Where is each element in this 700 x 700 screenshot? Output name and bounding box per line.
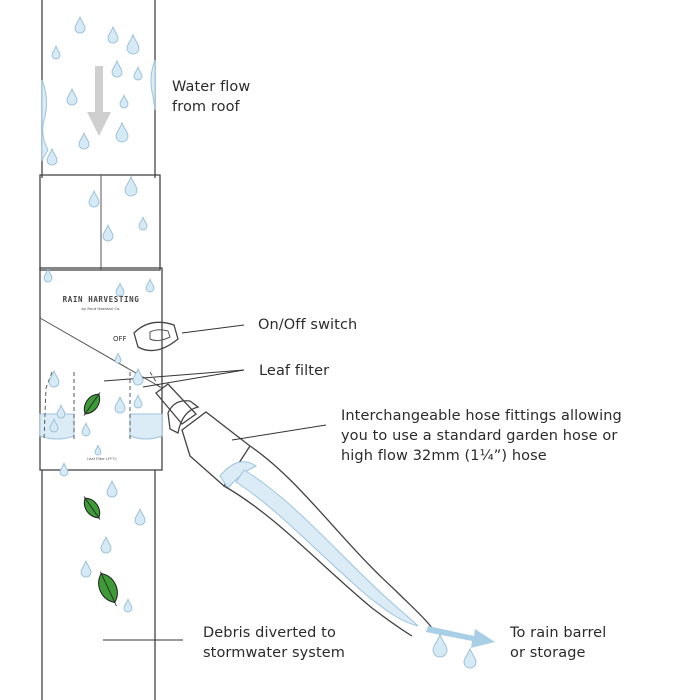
water-drop-icon [145, 278, 155, 293]
leader-lines [103, 324, 327, 641]
water-drop-icon [115, 121, 129, 143]
water-drop-icon [126, 33, 140, 55]
water-drop-icon [134, 507, 146, 526]
water-drops [43, 15, 477, 669]
water-drop-icon [48, 369, 60, 388]
label-hose-fittings-line: Interchangeable hose fittings allowing [341, 408, 622, 424]
brand-subtitle: by Ruut Heshtan Co. [82, 306, 121, 311]
leaf-icons [83, 392, 118, 607]
water-drop-icon [132, 367, 144, 386]
leaf-icon [98, 571, 118, 607]
water-drop-icon [138, 216, 148, 231]
switch-knob [133, 321, 179, 352]
flow-arrows [87, 66, 495, 648]
hose-fitting [155, 383, 258, 489]
water-drop-icon [43, 268, 53, 283]
water-drop-icon [88, 189, 100, 208]
label-rain-barrel-line: To rain barrel [510, 625, 607, 641]
water-drop-icon [80, 559, 92, 578]
label-hose-fittings: Interchangeable hose fittings allowing y… [341, 406, 622, 466]
brand-title: RAIN HARVESTING [63, 295, 140, 304]
water-drop-icon [114, 352, 122, 364]
water-drop-icon [51, 45, 61, 60]
hose [223, 445, 433, 637]
switch-off-text: OFF [113, 335, 127, 343]
label-leaf-filter: Leaf filter [259, 361, 329, 381]
water-drop-icon [115, 282, 125, 297]
label-debris-line: stormwater system [203, 645, 345, 661]
label-rain-barrel-line: or storage [510, 645, 586, 661]
water-drop-icon [432, 633, 448, 658]
water-drop-icon [81, 422, 91, 437]
label-water-flow-line: from roof [172, 99, 240, 115]
right-arrow-icon [426, 626, 495, 648]
water-drop-icon [94, 444, 102, 456]
water-drop-icon [49, 418, 59, 433]
down-arrow-icon [87, 66, 111, 136]
water-drop-icon [106, 479, 118, 498]
water-drop-icon [102, 223, 114, 242]
water-drop-icon [46, 147, 58, 166]
label-rain-barrel: To rain barrel or storage [510, 623, 606, 663]
label-water-flow-line: Water flow [172, 79, 251, 95]
label-on-off-switch: On/Off switch [258, 315, 357, 335]
water-drop-icon [463, 647, 477, 669]
label-water-flow: Water flow from roof [172, 77, 250, 117]
water-drop-icon [59, 462, 69, 477]
water-drop-icon [74, 15, 86, 34]
leaf-icon [83, 392, 101, 416]
water-drop-icon [133, 394, 143, 409]
water-drop-icon [107, 25, 119, 44]
water-drop-icon [119, 94, 129, 109]
body-footer-text: Leaf Filter LFF72 [87, 457, 117, 461]
leaf-icon [83, 496, 101, 520]
water-drop-icon [114, 395, 126, 414]
downpipe [41, 0, 156, 700]
water-drop-icon [66, 87, 78, 106]
label-hose-fittings-line: high flow 32mm (1¼”) hose [341, 448, 547, 464]
label-on-off-switch-text: On/Off switch [258, 317, 358, 333]
water-drop-icon [133, 66, 143, 81]
water-drop-icon [78, 131, 90, 150]
label-debris-line: Debris diverted to [203, 625, 336, 641]
upper-coupler [39, 174, 161, 271]
water-drop-icon [124, 175, 138, 197]
label-hose-fittings-line: you to use a standard garden hose or [341, 428, 618, 444]
water-drop-icon [111, 59, 123, 78]
label-debris: Debris diverted to stormwater system [203, 623, 345, 663]
water-drop-icon [56, 404, 66, 419]
water-drop-icon [100, 535, 112, 554]
label-leaf-filter-text: Leaf filter [259, 363, 330, 379]
water-drop-icon [123, 598, 133, 613]
diverter-body: RAIN HARVESTING by Ruut Heshtan Co. OFF … [39, 267, 163, 471]
